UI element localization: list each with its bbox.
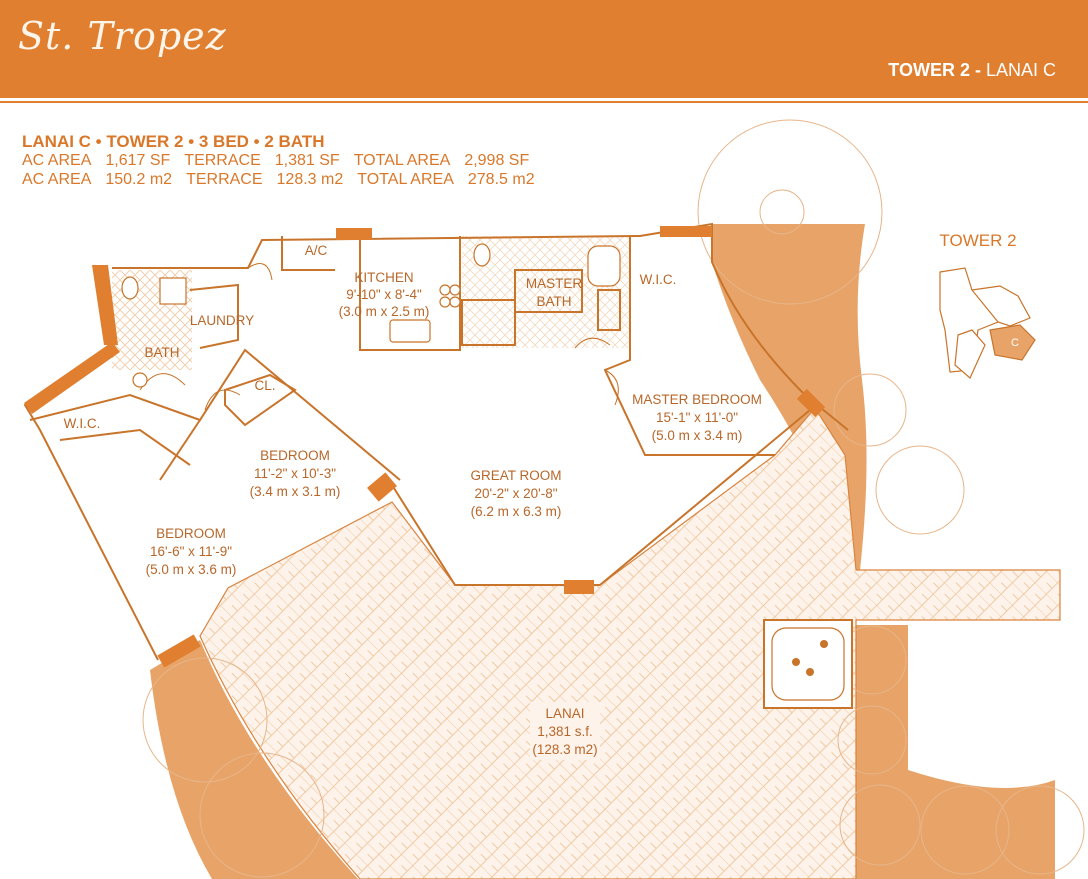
room-wic-left: W.I.C. (64, 416, 101, 431)
room-bedroom2-dim: 11'-2" x 10'-3" (254, 466, 336, 481)
room-master-bath-1: MASTER (526, 276, 583, 291)
brand-logo: St. Tropez (18, 14, 227, 58)
spec-value: 1,381 SF (274, 152, 340, 169)
spec-value: 2,998 SF (464, 152, 530, 169)
spec-value: 278.5 m2 (467, 171, 535, 188)
room-bedroom2-name: BEDROOM (260, 448, 330, 463)
specs-row-imperial: AC AREA 1,617 SF TERRACE 1,381 SF TOTAL AREA… (22, 151, 549, 170)
room-great-room-dim: 20'-2" x 20'-8" (474, 486, 557, 501)
unit-title-tower: TOWER 2 - (888, 60, 981, 80)
spec-value: 1,617 SF (105, 152, 171, 169)
room-great-room-name: GREAT ROOM (470, 468, 561, 483)
room-kitchen-dim: 9'-10" x 8'-4" (346, 287, 422, 302)
header-rule (0, 101, 1088, 103)
hot-tub (763, 619, 853, 709)
spec-label: TERRACE (184, 152, 261, 169)
wall-accents (24, 226, 826, 668)
specs-title: LANAI C • TOWER 2 • 3 BED • 2 BATH (22, 132, 325, 151)
keyplan-unit-highlight (989, 324, 1036, 361)
keyplan-outline (939, 267, 1031, 379)
spec-label: TOTAL AREA (353, 152, 451, 169)
header-banner: St. Tropez TOWER 2 - LANAI C (0, 0, 1088, 98)
room-bedroom1-name: BEDROOM (156, 526, 226, 541)
specs-row-metric: AC AREA 150.2 m2 TERRACE 128.3 m2 TOTAL AREA… (22, 170, 549, 189)
spec-value: 128.3 m2 (276, 171, 344, 188)
room-kitchen-name: KITCHEN (354, 270, 413, 285)
room-laundry: LAUNDRY (190, 313, 254, 328)
room-wic-master: W.I.C. (640, 272, 677, 287)
unit-title: TOWER 2 - LANAI C (888, 60, 1056, 81)
spec-label: TOTAL AREA (357, 171, 454, 188)
landscape-circles (142, 119, 1085, 878)
lanai-name: LANAI (545, 706, 584, 721)
keyplan-title: TOWER 2 (939, 231, 1016, 250)
spec-label: AC AREA (22, 152, 92, 169)
spec-label: AC AREA (22, 171, 92, 188)
room-master-bedroom-metric: (5.0 m x 3.4 m) (652, 428, 743, 443)
room-bedroom1-metric: (5.0 m x 3.6 m) (146, 562, 237, 577)
room-master-bath-2: BATH (536, 294, 571, 309)
room-closet: CL. (254, 378, 275, 393)
fixtures (121, 243, 621, 388)
room-bedroom2-metric: (3.4 m x 3.1 m) (250, 484, 341, 499)
unit-title-name: LANAI C (980, 60, 1056, 80)
room-kitchen-metric: (3.0 m x 2.5 m) (339, 304, 430, 319)
room-master-bedroom-name: MASTER BEDROOM (632, 392, 762, 407)
planter-lower-left (150, 640, 358, 879)
room-master-bedroom-dim: 15'-1" x 11'-0" (656, 410, 738, 425)
room-great-room-metric: (6.2 m x 6.3 m) (471, 504, 562, 519)
room-bath: BATH (144, 345, 179, 360)
unit-specs: LANAI C • TOWER 2 • 3 BED • 2 BATH AC AR… (22, 132, 549, 189)
room-ac: A/C (305, 243, 328, 258)
spec-label: TERRACE (186, 171, 263, 188)
spec-value: 150.2 m2 (105, 171, 173, 188)
room-bedroom1-dim: 16'-6" x 11'-9" (150, 544, 232, 559)
lanai-label-box (530, 702, 600, 760)
planter-lower-right (856, 625, 1055, 879)
lanai-metric: (128.3 m2) (532, 742, 597, 757)
lanai-area: 1,381 s.f. (537, 724, 593, 739)
keyplan-unit-label: C (1011, 337, 1019, 349)
